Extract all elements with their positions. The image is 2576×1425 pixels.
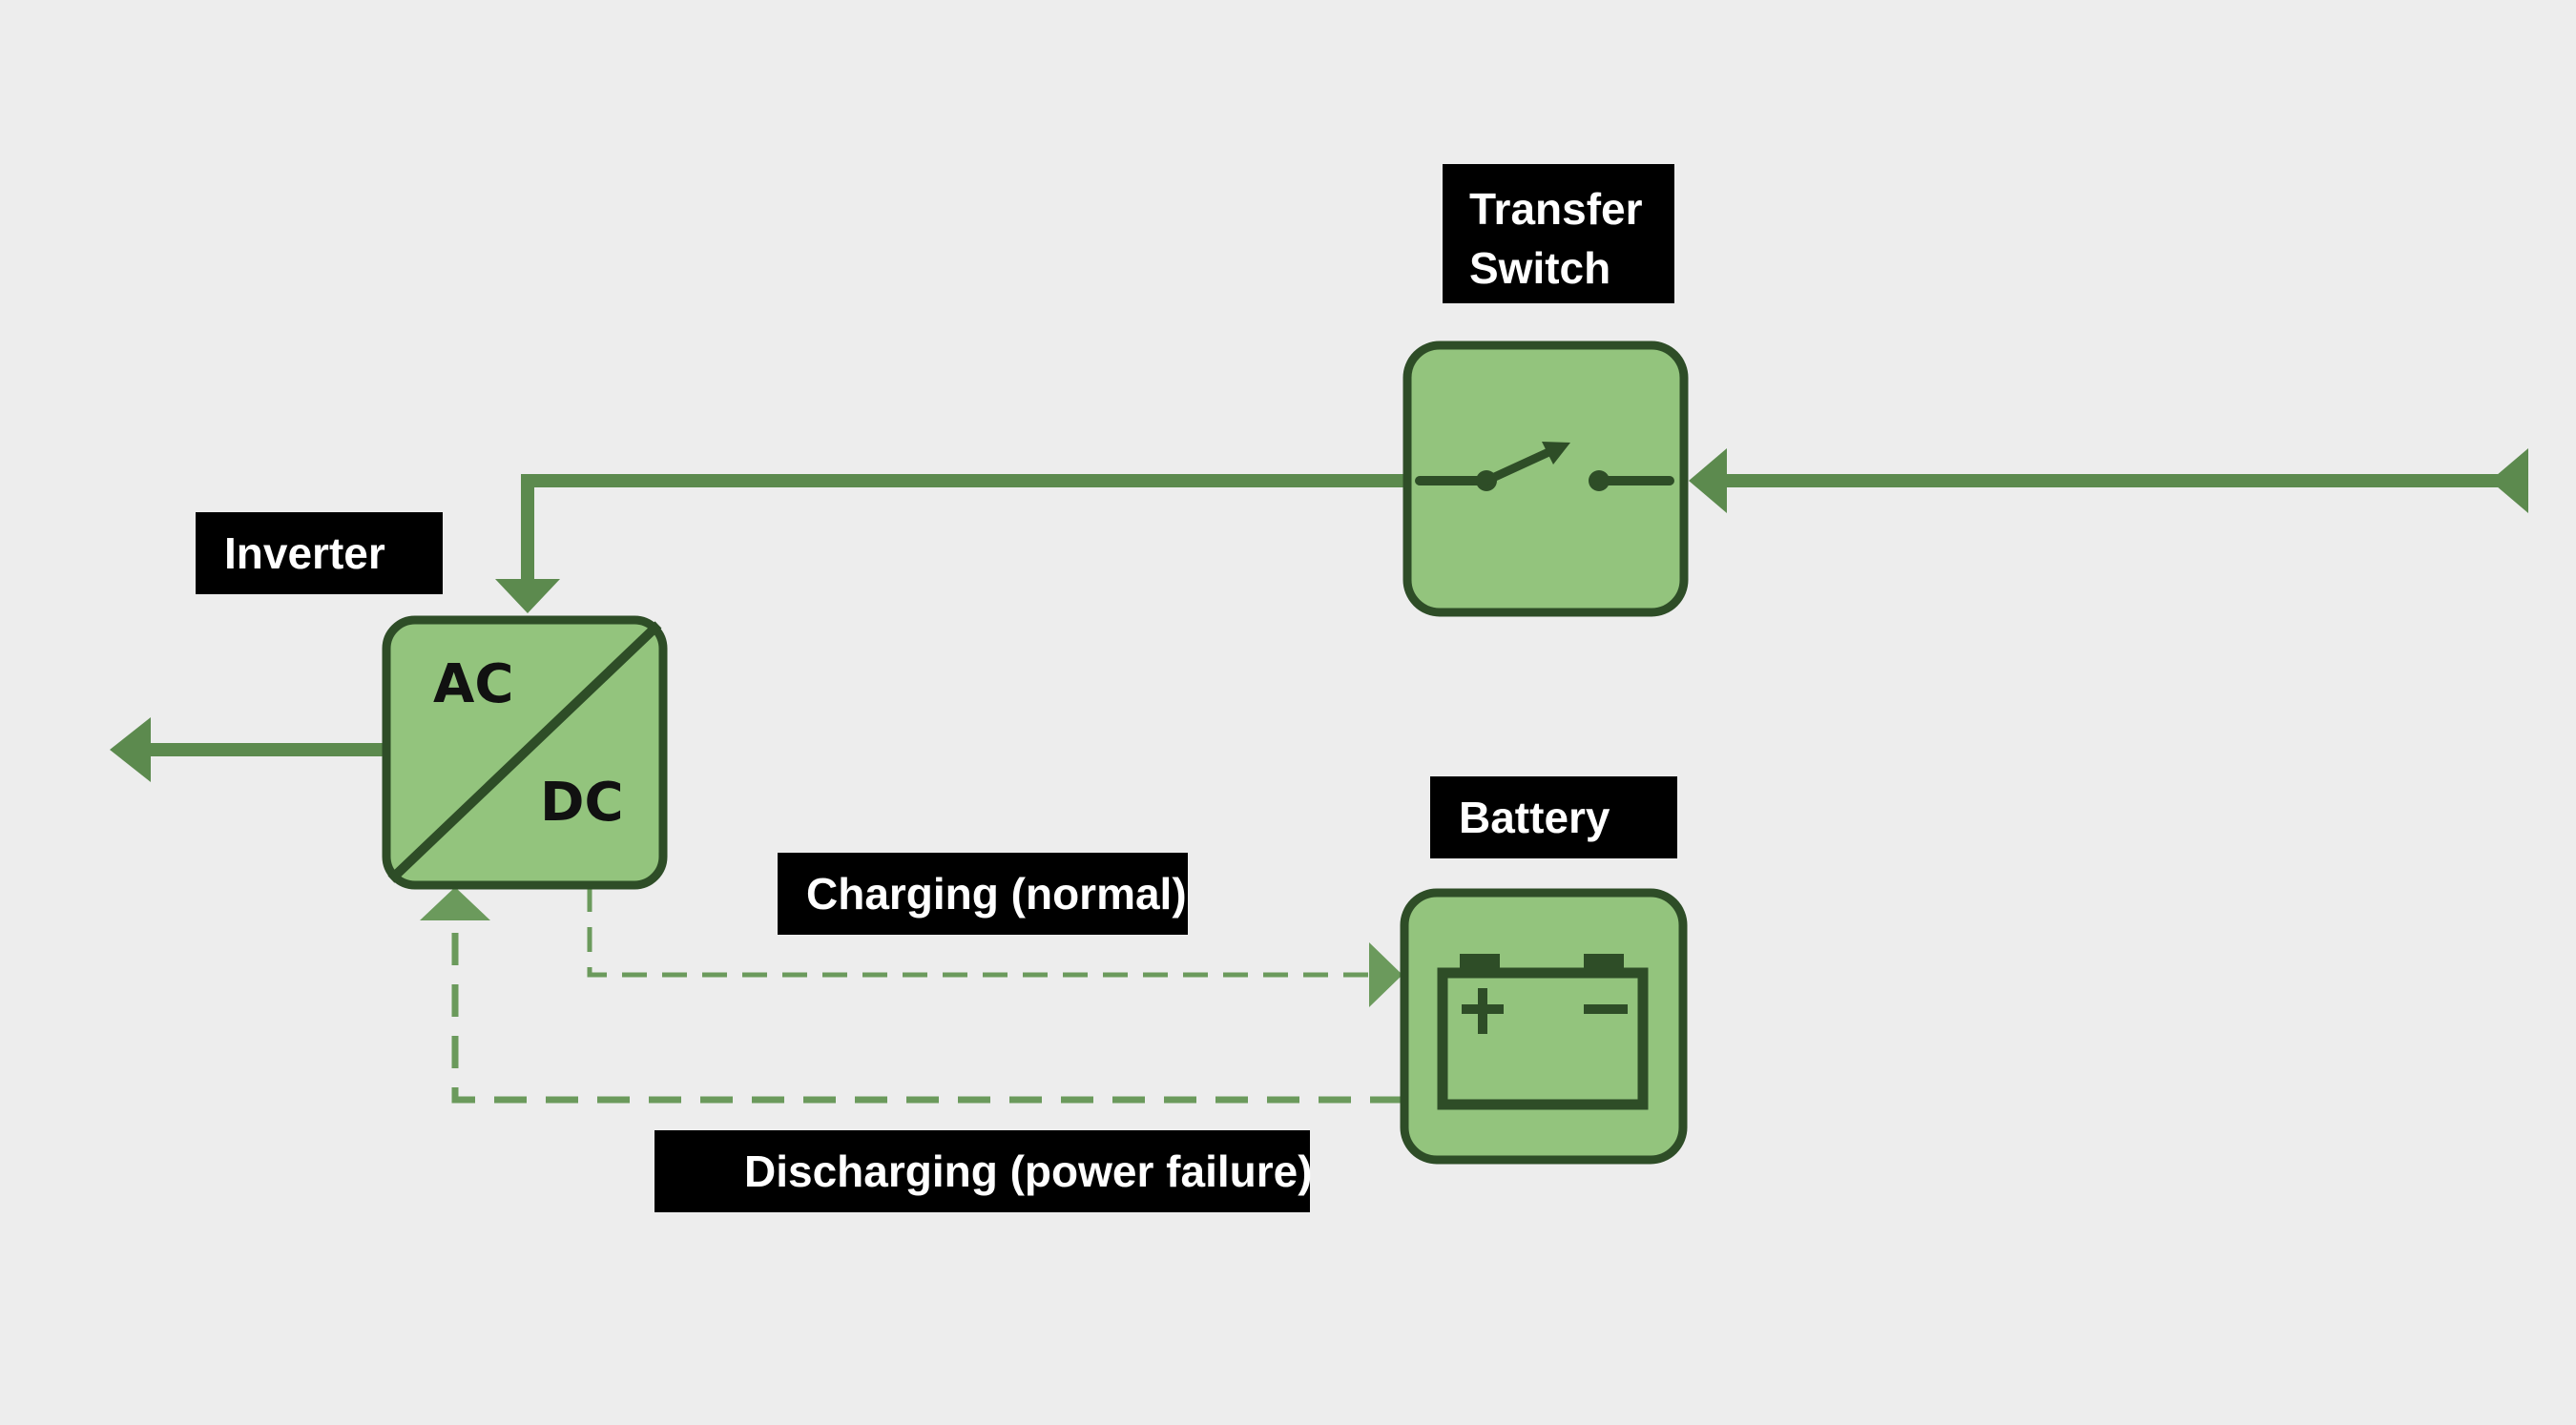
transfer-switch-label-line1: Transfer — [1469, 184, 1643, 234]
discharging-arrowhead — [420, 887, 490, 920]
charging-path — [587, 887, 1402, 1007]
battery-icon — [1437, 954, 1649, 1110]
ac-label: AC — [433, 653, 513, 715]
switch-icon — [1415, 442, 1674, 491]
transfer-switch-label-line2: Switch — [1469, 243, 1611, 293]
inverter-label: Inverter — [196, 512, 443, 594]
input-arrowhead — [1689, 448, 1727, 513]
inverter-input-arrowhead — [495, 579, 560, 613]
transfer-switch-block — [1402, 341, 1689, 617]
discharging-label: Discharging (power failure) — [654, 1130, 1313, 1212]
output-line — [110, 717, 388, 782]
transfer-switch-label: Transfer Switch — [1443, 164, 1674, 303]
inverter-block: AC DC — [382, 615, 668, 890]
battery-block — [1400, 888, 1688, 1165]
ac-dc-converter-icon — [387, 621, 662, 883]
switch-to-inverter-line — [495, 474, 1407, 613]
discharging-path — [420, 887, 1402, 1104]
charging-arrowhead — [1369, 942, 1402, 1007]
dc-label: DC — [540, 772, 624, 834]
input-source-arrowhead — [2490, 448, 2528, 513]
charging-label: Charging (normal) — [778, 853, 1188, 935]
output-arrowhead — [110, 717, 151, 782]
battery-label: Battery — [1430, 776, 1677, 858]
input-line — [1689, 448, 2528, 513]
